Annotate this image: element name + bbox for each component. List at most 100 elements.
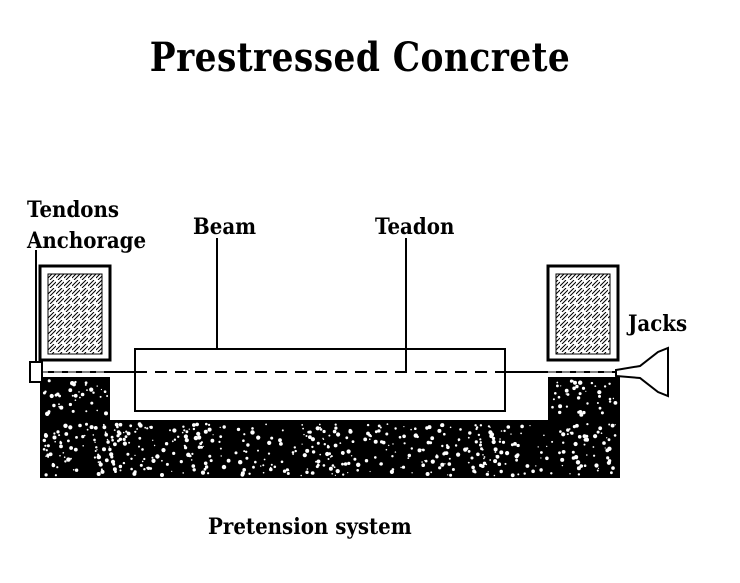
aggregate-speck — [389, 469, 394, 474]
aggregate-speck — [449, 426, 452, 429]
aggregate-speck — [66, 457, 71, 462]
aggregate-speck — [596, 402, 599, 404]
aggregate-speck — [491, 436, 496, 441]
aggregate-speck — [414, 427, 417, 431]
aggregate-speck — [474, 440, 478, 444]
aggregate-speck — [48, 452, 53, 457]
aggregate-speck — [106, 438, 109, 441]
aggregate-speck — [67, 439, 70, 443]
aggregate-speck — [477, 433, 481, 437]
aggregate-speck — [569, 473, 571, 475]
aggregate-speck — [328, 452, 331, 456]
aggregate-speck — [608, 400, 612, 403]
aggregate-speck — [288, 469, 290, 471]
aggregate-speck — [102, 425, 107, 430]
aggregate-speck — [499, 438, 501, 440]
aggregate-speck — [267, 440, 272, 445]
aggregate-speck — [356, 462, 361, 467]
aggregate-speck — [221, 464, 227, 470]
aggregate-speck — [503, 429, 506, 433]
aggregate-speck — [86, 428, 89, 431]
aggregate-speck — [56, 466, 59, 469]
aggregate-speck — [573, 380, 577, 385]
aggregate-speck — [165, 462, 169, 466]
aggregate-speck — [43, 433, 49, 438]
aggregate-speck — [52, 435, 57, 440]
aggregate-speck — [468, 431, 472, 435]
aggregate-speck — [546, 445, 548, 448]
aggregate-speck — [64, 432, 69, 436]
aggregate-speck — [116, 425, 119, 429]
aggregate-speck — [513, 442, 517, 446]
aggregate-speck — [483, 456, 486, 458]
aggregate-speck — [510, 473, 515, 478]
aggregate-speck — [269, 467, 273, 472]
aggregate-speck — [545, 456, 549, 461]
aggregate-speck — [151, 456, 154, 459]
aggregate-speck — [93, 438, 96, 442]
aggregate-speck — [45, 449, 48, 452]
aggregate-speck — [161, 459, 163, 462]
aggregate-speck — [177, 435, 180, 438]
aggregate-speck — [125, 430, 128, 433]
aggregate-speck — [398, 435, 402, 439]
aggregate-speck — [185, 430, 189, 434]
aggregate-speck — [68, 388, 73, 393]
aggregate-speck — [226, 458, 231, 463]
aggregate-speck — [97, 461, 100, 463]
aggregate-speck — [369, 470, 371, 473]
aggregate-speck — [242, 439, 245, 443]
aggregate-speck — [202, 445, 205, 447]
aggregate-speck — [238, 460, 243, 465]
aggregate-speck — [572, 386, 576, 391]
aggregate-speck — [430, 436, 435, 441]
aggregate-speck — [451, 468, 455, 471]
aggregate-speck — [482, 461, 487, 465]
aggregate-speck — [424, 459, 428, 463]
aggregate-speck — [331, 464, 335, 467]
aggregate-speck — [149, 425, 153, 429]
aggregate-speck — [341, 462, 344, 466]
aggregate-speck — [417, 448, 422, 453]
aggregate-speck — [593, 434, 598, 439]
aggregate-speck — [114, 422, 119, 427]
aggregate-speck — [557, 395, 561, 399]
aggregate-speck — [42, 438, 46, 443]
aggregate-speck — [250, 430, 255, 435]
aggregate-speck — [69, 446, 73, 450]
aggregate-speck — [606, 456, 610, 460]
aggregate-speck — [302, 453, 307, 458]
aggregate-speck — [596, 469, 599, 472]
aggregate-speck — [407, 453, 411, 458]
aggregate-speck — [442, 452, 446, 456]
aggregate-speck — [537, 446, 539, 448]
aggregate-speck — [151, 458, 156, 463]
aggregate-speck — [89, 387, 94, 392]
aggregate-speck — [210, 438, 215, 443]
aggregate-speck — [219, 426, 221, 429]
aggregate-speck — [467, 450, 471, 453]
aggregate-speck — [192, 427, 196, 431]
aggregate-speck — [192, 423, 196, 427]
aggregate-speck — [204, 465, 209, 469]
aggregate-speck — [218, 440, 221, 443]
aggregate-speck — [585, 434, 589, 438]
aggregate-speck — [517, 473, 520, 476]
aggregate-speck — [494, 451, 497, 453]
aggregate-speck — [301, 443, 303, 445]
aggregate-speck — [504, 462, 507, 465]
aggregate-speck — [510, 433, 512, 435]
aggregate-speck — [281, 429, 284, 432]
aggregate-speck — [58, 434, 61, 437]
aggregate-speck — [256, 435, 261, 440]
aggregate-speck — [577, 435, 582, 439]
aggregate-speck — [42, 391, 46, 395]
aggregate-speck — [499, 450, 504, 455]
aggregate-speck — [246, 443, 250, 447]
aggregate-speck — [113, 429, 116, 431]
aggregate-speck — [505, 451, 510, 456]
aggregate-speck — [160, 473, 164, 477]
aggregate-speck — [459, 428, 462, 431]
aggregate-speck — [200, 470, 206, 475]
aggregate-speck — [260, 465, 262, 467]
